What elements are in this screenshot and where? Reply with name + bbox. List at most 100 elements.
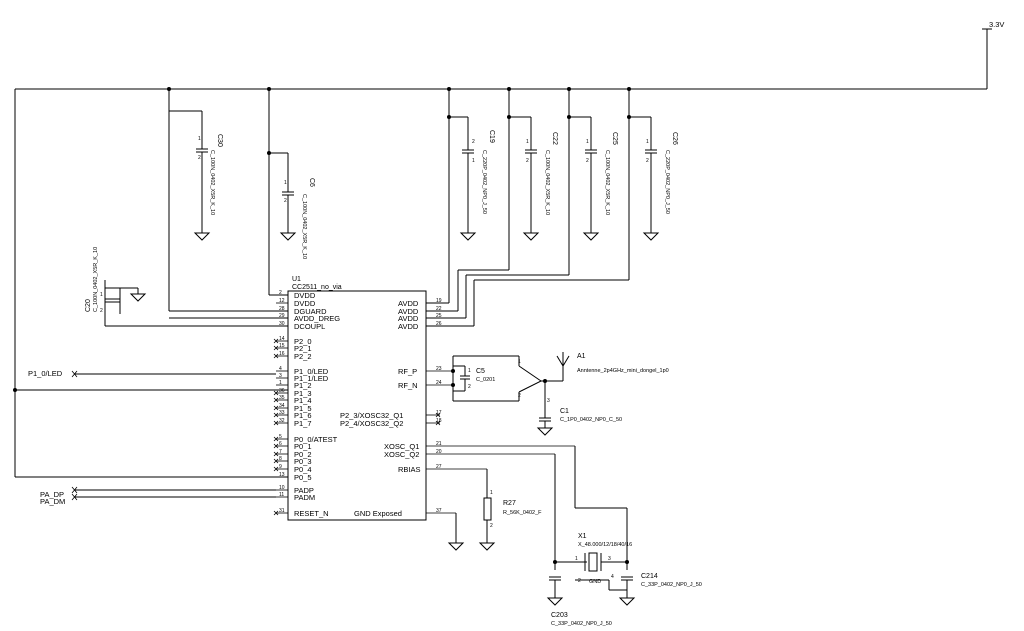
c25-value: C_100N_0402_X5R_K_10 xyxy=(604,150,610,215)
svg-text:18: 18 xyxy=(436,418,442,424)
svg-text:DVDD: DVDD xyxy=(294,299,316,308)
cap-c20: 1 2 C20 C_100N_0402_X5R_K_10 xyxy=(85,247,288,327)
svg-text:AVDD: AVDD xyxy=(398,307,419,316)
cap-c214: C214 C_33P_0402_NP0_J_50 xyxy=(618,573,702,606)
svg-text:2: 2 xyxy=(490,523,493,529)
svg-text:9: 9 xyxy=(279,464,282,470)
no-connect-marks-right xyxy=(435,412,441,426)
svg-text:17: 17 xyxy=(436,410,442,416)
c20-ref: C20 xyxy=(85,299,92,312)
svg-text:3: 3 xyxy=(608,556,611,562)
svg-text:1: 1 xyxy=(284,180,287,186)
resistor-r27: 1 2 R27 R_56K_0402_F xyxy=(478,469,542,551)
svg-text:4: 4 xyxy=(611,574,614,580)
cap-c26: 1 2 C26 C_220P_0402_NP0_J_50 xyxy=(627,89,678,280)
svg-text:AVDD: AVDD xyxy=(398,299,419,308)
svg-text:AVDD: AVDD xyxy=(398,314,419,323)
svg-text:1: 1 xyxy=(472,158,475,164)
svg-text:30: 30 xyxy=(279,321,285,327)
svg-text:RF_N: RF_N xyxy=(398,381,418,390)
svg-text:16: 16 xyxy=(279,351,285,357)
svg-text:1: 1 xyxy=(586,139,589,145)
net-pa-dp: PA_DP xyxy=(40,486,276,499)
svg-text:RF_P: RF_P xyxy=(398,367,417,376)
svg-text:2: 2 xyxy=(468,384,471,390)
c214-ref: C214 xyxy=(641,573,658,580)
cap-c19: 2 1 C19 C_220P_0402_NP0_J_50 xyxy=(447,89,495,303)
svg-text:21: 21 xyxy=(436,441,442,447)
svg-text:DGUARD: DGUARD xyxy=(294,307,327,316)
c1-value: C_1P0_0402_NP0_C_50 xyxy=(560,417,622,423)
svg-text:P1_3: P1_3 xyxy=(294,389,312,398)
c203-ref: C203 xyxy=(551,612,568,619)
svg-text:8: 8 xyxy=(279,456,282,462)
svg-text:P0_4: P0_4 xyxy=(294,465,312,474)
svg-text:2: 2 xyxy=(586,158,589,164)
svg-text:5: 5 xyxy=(279,434,282,440)
svg-text:RBIAS: RBIAS xyxy=(398,465,421,474)
ic-part: CC2511_no_via xyxy=(292,284,342,291)
svg-text:36: 36 xyxy=(279,388,285,394)
c19-ref: C19 xyxy=(488,130,495,143)
c214-value: C_33P_0402_NP0_J_50 xyxy=(641,582,702,588)
svg-text:P0_3: P0_3 xyxy=(294,457,312,466)
svg-text:P1_1/LED: P1_1/LED xyxy=(294,374,329,383)
svg-text:6: 6 xyxy=(279,441,282,447)
svg-text:2: 2 xyxy=(518,393,521,399)
svg-text:12: 12 xyxy=(279,298,285,304)
c20-value: C_100N_0402_X5R_K_10 xyxy=(93,247,99,312)
svg-text:35: 35 xyxy=(279,395,285,401)
svg-text:10: 10 xyxy=(279,485,285,491)
net-label-pa-dm: PA_DM xyxy=(40,497,65,506)
c25-ref: C25 xyxy=(611,132,618,145)
svg-text:13: 13 xyxy=(279,472,285,478)
svg-text:1: 1 xyxy=(100,292,103,298)
svg-text:1: 1 xyxy=(490,490,493,496)
svg-text:34: 34 xyxy=(279,403,285,409)
svg-text:PADM: PADM xyxy=(294,493,315,502)
svg-text:DCOUPL: DCOUPL xyxy=(294,322,325,331)
c5-value: C_0201 xyxy=(476,377,495,383)
svg-text:26: 26 xyxy=(436,321,442,327)
c22-value: C_100N_0402_X5R_K_10 xyxy=(544,150,550,215)
svg-text:22: 22 xyxy=(436,306,442,312)
cap-c22: 1 2 C22 C_100N_0402_X5R_K_10 xyxy=(507,89,558,270)
cap-c25: 1 2 C25 C_100N_0402_X5R_K_10 xyxy=(567,89,618,275)
svg-text:3: 3 xyxy=(547,398,550,404)
svg-text:1: 1 xyxy=(198,136,201,142)
svg-text:2: 2 xyxy=(526,158,529,164)
antenna-a1: 1 2 A1 Anntenne_2p4GHz_mini_dongel_1p0 xyxy=(518,352,669,401)
svg-text:P1_7: P1_7 xyxy=(294,419,312,428)
svg-text:2: 2 xyxy=(472,139,475,145)
svg-text:PADP: PADP xyxy=(294,486,314,495)
svg-text:28: 28 xyxy=(279,306,285,312)
no-connect-marks-left xyxy=(273,338,279,516)
gnd-exposed xyxy=(447,513,465,551)
svg-text:25: 25 xyxy=(436,313,442,319)
svg-text:3: 3 xyxy=(279,373,282,379)
svg-text:P0_2: P0_2 xyxy=(294,450,312,459)
r27-value: R_56K_0402_F xyxy=(503,510,542,516)
svg-text:23: 23 xyxy=(436,366,442,372)
svg-text:2: 2 xyxy=(198,155,201,161)
a1-value: Anntenne_2p4GHz_mini_dongel_1p0 xyxy=(577,368,669,374)
a1-ref: A1 xyxy=(577,353,586,360)
cap-c5: 1 2 C5 C_0201 xyxy=(451,355,519,402)
cap-c1: 3 C1 C_1P0_0402_NP0_C_50 xyxy=(536,379,622,436)
svg-text:11: 11 xyxy=(279,492,284,498)
net-p1-0-led: P1_0/LED xyxy=(28,369,276,378)
svg-text:AVDD: AVDD xyxy=(398,322,419,331)
c19-value: C_220P_0402_NP0_J_50 xyxy=(481,150,487,214)
svg-text:27: 27 xyxy=(436,464,442,470)
svg-text:31: 31 xyxy=(279,508,285,514)
svg-text:1: 1 xyxy=(518,359,521,365)
svg-text:P1_4: P1_4 xyxy=(294,396,312,405)
svg-text:RESET_N: RESET_N xyxy=(294,509,329,518)
svg-text:1: 1 xyxy=(526,139,529,145)
c30-ref: C30 xyxy=(216,134,223,147)
power-rail: 3.3V xyxy=(15,20,1004,90)
svg-text:14: 14 xyxy=(279,336,285,342)
